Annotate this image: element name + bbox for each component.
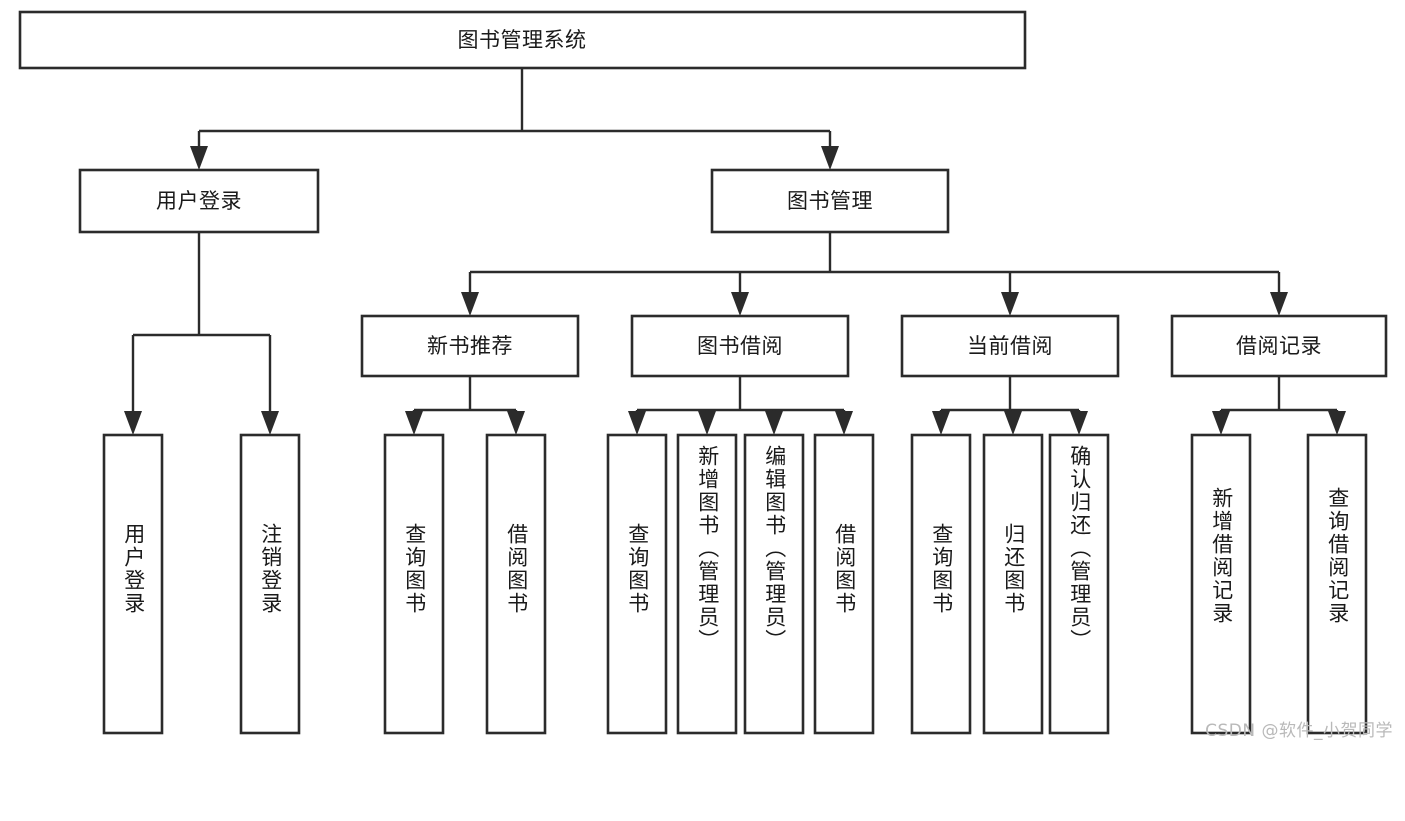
connector-bookborrow-to-leaves xyxy=(628,376,853,435)
leaf-rect-add-book[interactable] xyxy=(676,433,738,735)
leaf-rect-query-record[interactable] xyxy=(1306,433,1368,735)
connector-newbook-to-leaves xyxy=(405,376,525,435)
leaf-rect-query-book-current[interactable] xyxy=(910,433,972,735)
node-new-book-rec-label: 新书推荐 xyxy=(427,334,513,358)
leaf-rect-user-logout[interactable] xyxy=(239,433,301,735)
node-new-book-rec[interactable]: 新书推荐 xyxy=(360,314,580,378)
leaf-rect-borrow-book[interactable] xyxy=(813,433,875,735)
leaf-rect-borrow-book-rec[interactable] xyxy=(485,433,547,735)
leaf-node-rects xyxy=(102,433,1368,735)
flowchart-canvas: 图书管理系统 用户登录 图书管理 新书推荐 图书借阅 当前借阅 借阅记录 xyxy=(18,10,1393,741)
hierarchy-diagram-svg: 图书管理系统 用户登录 图书管理 新书推荐 图书借阅 当前借阅 借阅记录 xyxy=(18,10,1388,735)
node-borrow-record[interactable]: 借阅记录 xyxy=(1170,314,1388,378)
node-root-system-label: 图书管理系统 xyxy=(458,28,587,52)
node-user-login[interactable]: 用户登录 xyxy=(78,168,320,234)
node-book-borrow[interactable]: 图书借阅 xyxy=(630,314,850,378)
csdn-watermark: CSDN @软件_小贺同学 xyxy=(1205,721,1393,741)
node-user-login-label: 用户登录 xyxy=(156,189,242,213)
node-book-borrow-label: 图书借阅 xyxy=(697,334,783,358)
connector-bookmanage-to-level3 xyxy=(461,232,1288,316)
connector-borrowrecord-to-leaves xyxy=(1212,376,1346,435)
leaf-rect-query-book-rec[interactable] xyxy=(383,433,445,735)
node-current-borrow[interactable]: 当前借阅 xyxy=(900,314,1120,378)
node-book-manage-label: 图书管理 xyxy=(787,189,873,213)
leaf-rect-edit-book[interactable] xyxy=(743,433,805,735)
leaf-rect-query-book-borrow[interactable] xyxy=(606,433,668,735)
leaf-rect-return-book[interactable] xyxy=(982,433,1044,735)
leaf-rect-user-login[interactable] xyxy=(102,433,164,735)
node-root-system[interactable]: 图书管理系统 xyxy=(18,10,1027,70)
node-borrow-record-label: 借阅记录 xyxy=(1236,334,1322,358)
leaf-rect-add-record[interactable] xyxy=(1190,433,1252,735)
node-book-manage[interactable]: 图书管理 xyxy=(710,168,950,234)
connector-userlogin-to-leaves xyxy=(124,232,279,435)
node-current-borrow-label: 当前借阅 xyxy=(967,334,1053,358)
leaf-rect-confirm-return[interactable] xyxy=(1048,433,1110,735)
connector-root-to-level2 xyxy=(190,68,839,170)
connector-currentborrow-to-leaves xyxy=(932,376,1088,435)
